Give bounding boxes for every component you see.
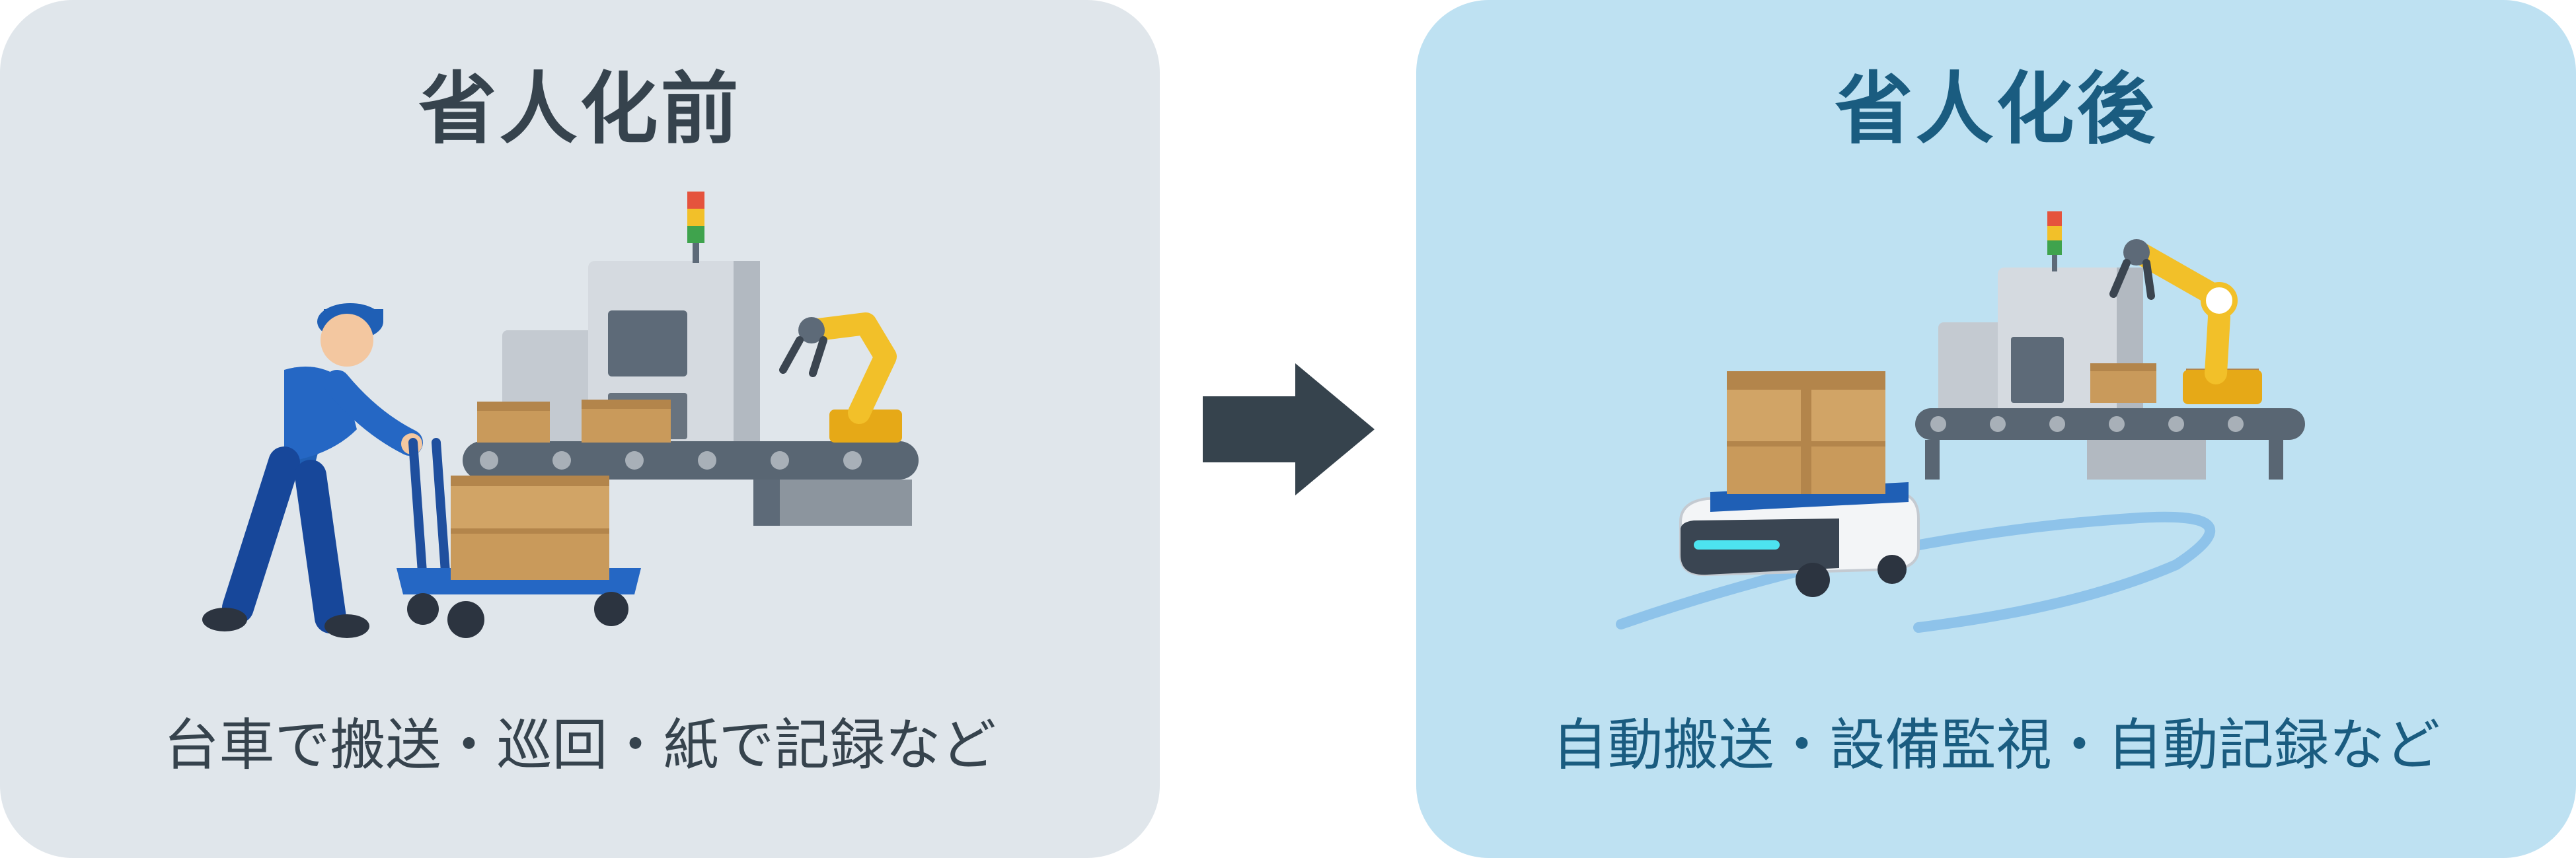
before-title: 省人化前 xyxy=(418,63,741,155)
after-caption: 自動搬送・設備監視・自動記録など xyxy=(1552,713,2441,777)
robot-arm-icon xyxy=(779,312,902,443)
arrow-right-icon xyxy=(1203,363,1375,495)
conveyor-machine-icon xyxy=(463,192,919,526)
hand-cart-icon xyxy=(397,438,641,638)
before-panel: 省人化前 xyxy=(0,0,1160,858)
agv-robot-icon xyxy=(1679,371,1920,597)
after-illustration xyxy=(1616,211,2305,633)
robot-arm-icon xyxy=(2109,239,2262,404)
worker-icon xyxy=(202,303,423,638)
before-caption: 台車で搬送・巡回・紙で記録など xyxy=(163,713,997,777)
before-illustration xyxy=(202,192,919,638)
after-title: 省人化後 xyxy=(1835,63,2158,155)
after-panel: 省人化後 xyxy=(1416,0,2576,858)
conveyor-machine-icon xyxy=(1915,211,2305,480)
